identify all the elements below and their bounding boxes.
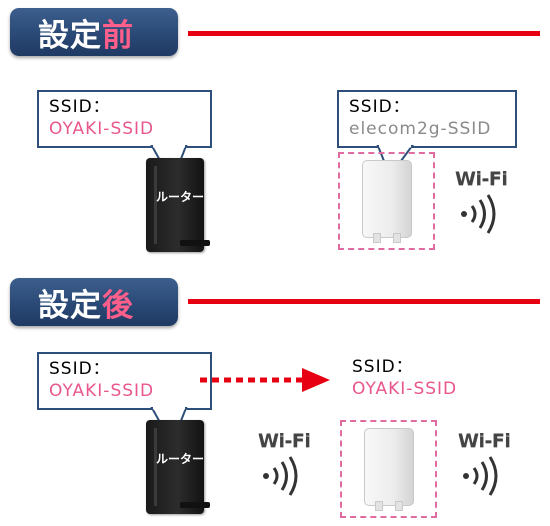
after-router-ssid-label: SSID： [49,359,111,379]
after-wifi-label-router: Wi-Fi [258,430,311,452]
after-wifi-waves-router-icon [263,456,298,496]
before-extender-device [362,160,412,243]
after-extender-ssid-label: SSID： [352,357,414,377]
after-wifi-label-extender: Wi-Fi [458,430,511,452]
after-extender-highlight-box [340,420,437,518]
after-extender-ssid-value: OYAKI-SSID [352,379,458,399]
after-router-device: ルーター [146,420,204,514]
before-router-ssid-balloon: SSID： OYAKI-SSID [37,90,212,148]
before-router-stand [180,240,210,246]
after-router-stand [180,502,210,508]
before-title-main: 設定 [38,17,102,54]
before-router-ssid-label: SSID： [49,97,111,117]
after-router-label: ルーター [156,452,205,466]
before-extender-ssid-balloon: SSID： elecom2g-SSID [337,90,517,148]
before-title-accent: 前 [102,17,134,54]
ssid-copy-arrow [200,368,330,392]
after-wifi-waves-extender-icon [463,456,498,496]
before-wifi-waves-icon [461,194,496,234]
before-router-ssid-value: OYAKI-SSID [49,119,155,139]
before-divider-line [188,31,540,36]
after-extender-ssid: SSID： OYAKI-SSID [352,356,457,400]
before-extender-ssid-value: elecom2g-SSID [349,119,492,139]
after-divider-line [188,299,540,304]
before-wifi-label: Wi-Fi [455,168,508,190]
before-extender-highlight-box [338,152,435,250]
after-banner: 設定後 [10,278,178,326]
after-title-main: 設定 [38,287,102,324]
before-extender-ssid-label: SSID： [349,97,411,117]
before-router-label: ルーター [156,190,205,204]
after-router-ssid-balloon: SSID： OYAKI-SSID [37,352,212,410]
after-title-accent: 後 [102,287,134,324]
before-router-device: ルーター [146,158,204,252]
after-extender-device [364,428,414,511]
after-router-ssid-value: OYAKI-SSID [49,381,155,401]
before-banner: 設定前 [10,8,178,56]
